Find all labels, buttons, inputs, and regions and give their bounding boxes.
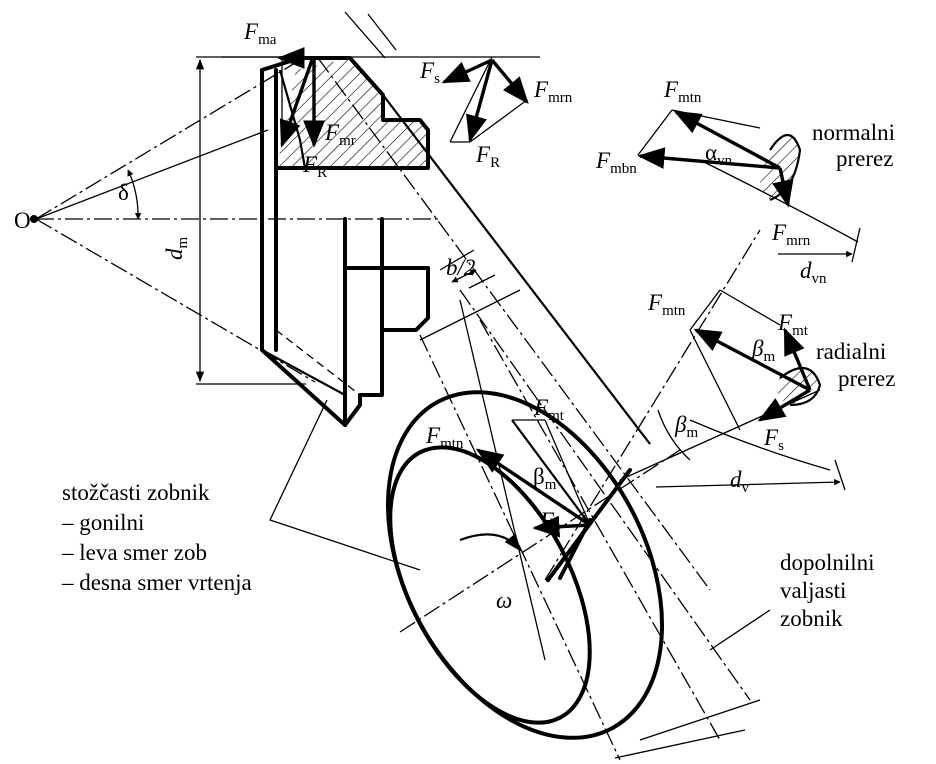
omega-label: ω [496, 588, 512, 613]
beta-center-label: βm [533, 464, 557, 493]
Fmtn-normal-label: Fmtn [663, 77, 702, 106]
Fs-radial-label: Fs [763, 425, 784, 454]
radial-section-title-1: radialni [816, 339, 886, 364]
Fs-top-label: Fs [419, 58, 440, 87]
center-force-vectors [475, 419, 591, 538]
FR-top-label: FR [475, 142, 500, 171]
legend-line-1: stožčasti zobnik [62, 480, 210, 505]
Fmr-label: Fmr [324, 120, 356, 149]
legend-line-4: – desna smer vrtenja [61, 570, 252, 595]
pitch-cone-line-upper [35, 56, 306, 220]
Fmbn-label: Fmbn [595, 148, 637, 177]
cone-ref-line [35, 129, 269, 220]
auxiliary-gear-construction [317, 11, 761, 761]
aux-gear-line-3: zobnik [780, 606, 843, 631]
normal-section [637, 109, 861, 263]
beta-mid-label: βm [674, 412, 698, 441]
Fs-center-label: Fs [539, 508, 560, 537]
Fmtn-center-label: Fmtn [425, 423, 464, 452]
top-force-diagram [441, 56, 529, 143]
normal-section-title-2: prerez [836, 146, 893, 171]
legend-line-2: – gonilni [61, 510, 144, 535]
gear-ellipses [385, 299, 681, 740]
Fmtn-radial-label: Fmtn [647, 290, 686, 319]
legend-line-3: – leva smer zob [61, 540, 207, 565]
Fmrn-normal-label: Fmrn [771, 220, 811, 249]
aux-gear-line-1: dopolnilni [780, 550, 875, 575]
beta-radial-label: βm [751, 336, 775, 365]
Fmt-center-label: Fmt [533, 395, 565, 424]
dvn-label: dvn [800, 258, 827, 287]
FR-left-label: FR [302, 152, 327, 181]
origin-label: O [14, 208, 31, 233]
delta-angle-arc [127, 169, 142, 220]
b-half-label: b/2 [446, 255, 475, 280]
dm-label-group: dm [162, 237, 191, 261]
legend-leader [269, 399, 421, 571]
normal-section-title-1: normalni [812, 120, 895, 145]
alpha-vn-label: αvn [705, 140, 733, 169]
radial-section-title-2: prerez [838, 366, 895, 391]
radial-section [544, 229, 846, 581]
left-force-vectors [277, 47, 325, 148]
aux-gear-line-2: valjasti [780, 578, 846, 603]
Fma-label: Fma [243, 19, 277, 48]
Fmrn-top-label: Fmrn [533, 77, 573, 106]
delta-label: δ [118, 180, 129, 205]
dv-label: dv [730, 467, 750, 496]
aux-gear-leader [709, 609, 771, 651]
bevel-gear-section [260, 56, 430, 427]
dm-label: dm [162, 237, 191, 261]
origin-point [30, 215, 38, 223]
Fmt-radial-label: Fmt [777, 310, 809, 339]
